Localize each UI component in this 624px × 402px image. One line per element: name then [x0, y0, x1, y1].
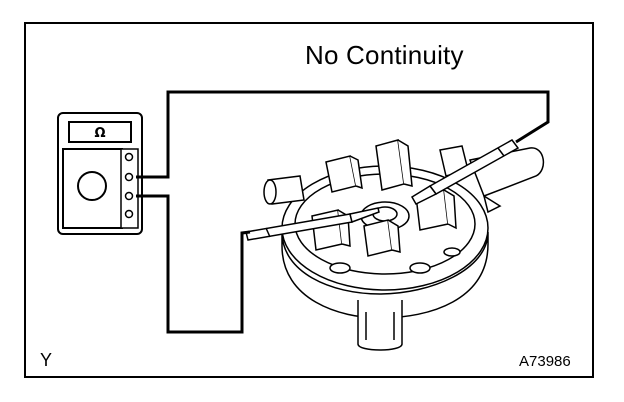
ohm-symbol: Ω: [94, 126, 105, 141]
ohmmeter-icon: Ω: [57, 112, 143, 235]
probe-icon: [245, 139, 520, 241]
figure-code: A73986: [519, 353, 571, 370]
diagram-title: No Continuity: [305, 40, 464, 70]
corner-label-left: Y: [40, 350, 53, 370]
component-icon: [263, 139, 545, 351]
figure-frame: [24, 22, 594, 378]
test-leads: [136, 90, 550, 334]
